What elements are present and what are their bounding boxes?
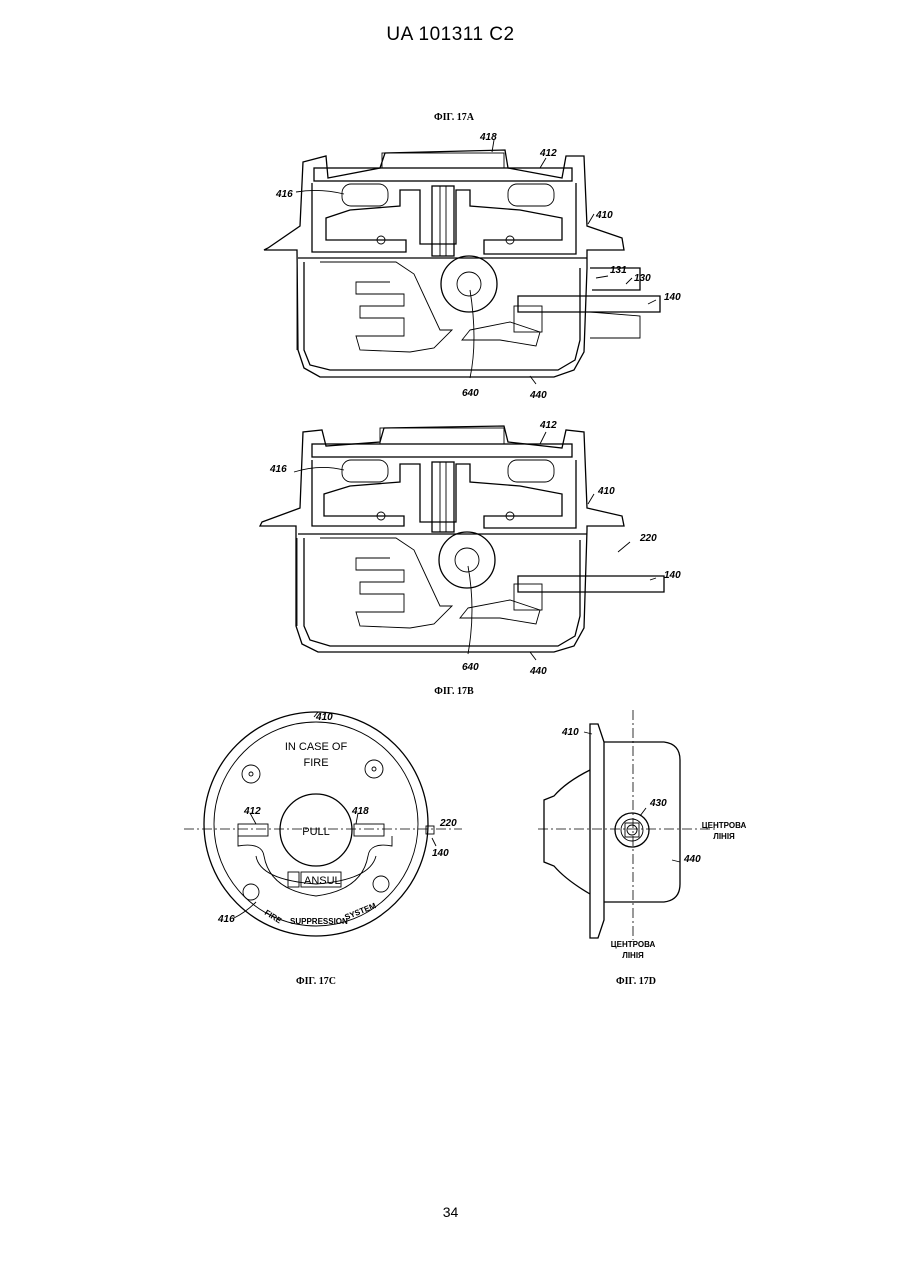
ref-430: 430 xyxy=(649,798,667,809)
ref-410: 410 xyxy=(597,486,615,497)
figure-17d-drawing xyxy=(538,710,716,940)
figure-17a-drawing xyxy=(264,140,660,384)
figure-17d: 410 430 ЦЕНТРОВА ЛІНІЯ 440 ЦЕНТРОВА ЛІНІ… xyxy=(538,710,746,987)
ref-410: 410 xyxy=(595,210,613,221)
pull-label: PULL xyxy=(302,826,330,838)
ref-640: 640 xyxy=(462,662,479,673)
ref-440: 440 xyxy=(529,666,547,677)
centerline-right-line1: ЦЕНТРОВА xyxy=(702,821,747,830)
ref-416: 416 xyxy=(269,464,287,475)
ref-416: 416 xyxy=(275,189,293,200)
ref-220: 220 xyxy=(439,818,457,829)
case-of-fire-line2: FIRE xyxy=(303,757,328,769)
centerline-bottom-line2: ЛІНІЯ xyxy=(622,951,644,960)
ref-412: 412 xyxy=(539,420,557,431)
page-number: 34 xyxy=(0,1204,901,1220)
figure-17c-caption: ФІГ. 17С xyxy=(296,976,336,987)
ref-440: 440 xyxy=(529,390,547,401)
ref-220: 220 xyxy=(639,533,657,544)
ref-440: 440 xyxy=(683,854,701,865)
ref-140: 140 xyxy=(664,570,681,581)
ref-412: 412 xyxy=(539,148,557,159)
ref-412: 412 xyxy=(243,806,261,817)
case-of-fire-line1: IN CASE OF xyxy=(285,741,348,753)
ansul-brand: ANSUL xyxy=(304,875,341,887)
ref-131: 131 xyxy=(610,265,627,276)
ref-416: 416 xyxy=(217,914,235,925)
centerline-right-line2: ЛІНІЯ xyxy=(713,832,735,841)
ref-640: 640 xyxy=(462,388,479,399)
arc-text-fire: FIRE xyxy=(263,908,284,926)
ref-418: 418 xyxy=(479,132,497,143)
ref-410: 410 xyxy=(561,727,579,738)
figure-17b: 412 416 410 220 140 640 440 ФІГ. 17В xyxy=(260,420,681,697)
ref-130: 130 xyxy=(634,273,651,284)
figure-17d-caption: ФІГ. 17D xyxy=(616,976,656,987)
figure-17a-caption: ФІГ. 17А xyxy=(434,112,475,123)
figure-17b-caption: ФІГ. 17В xyxy=(434,686,474,697)
ref-140: 140 xyxy=(432,848,449,859)
figure-17b-drawing xyxy=(260,426,664,660)
ref-140: 140 xyxy=(664,292,681,303)
arc-text-suppression: SUPPRESSION xyxy=(290,917,348,926)
figure-17a: ФІГ. 17А xyxy=(264,112,681,401)
ref-410: 410 xyxy=(315,712,333,723)
figure-17c: 410 IN CASE OF FIRE 412 418 PULL 220 140… xyxy=(184,712,462,987)
arc-text-system: SYSTEM xyxy=(343,901,377,922)
ref-418: 418 xyxy=(351,806,369,817)
centerline-bottom-line1: ЦЕНТРОВА xyxy=(611,940,656,949)
